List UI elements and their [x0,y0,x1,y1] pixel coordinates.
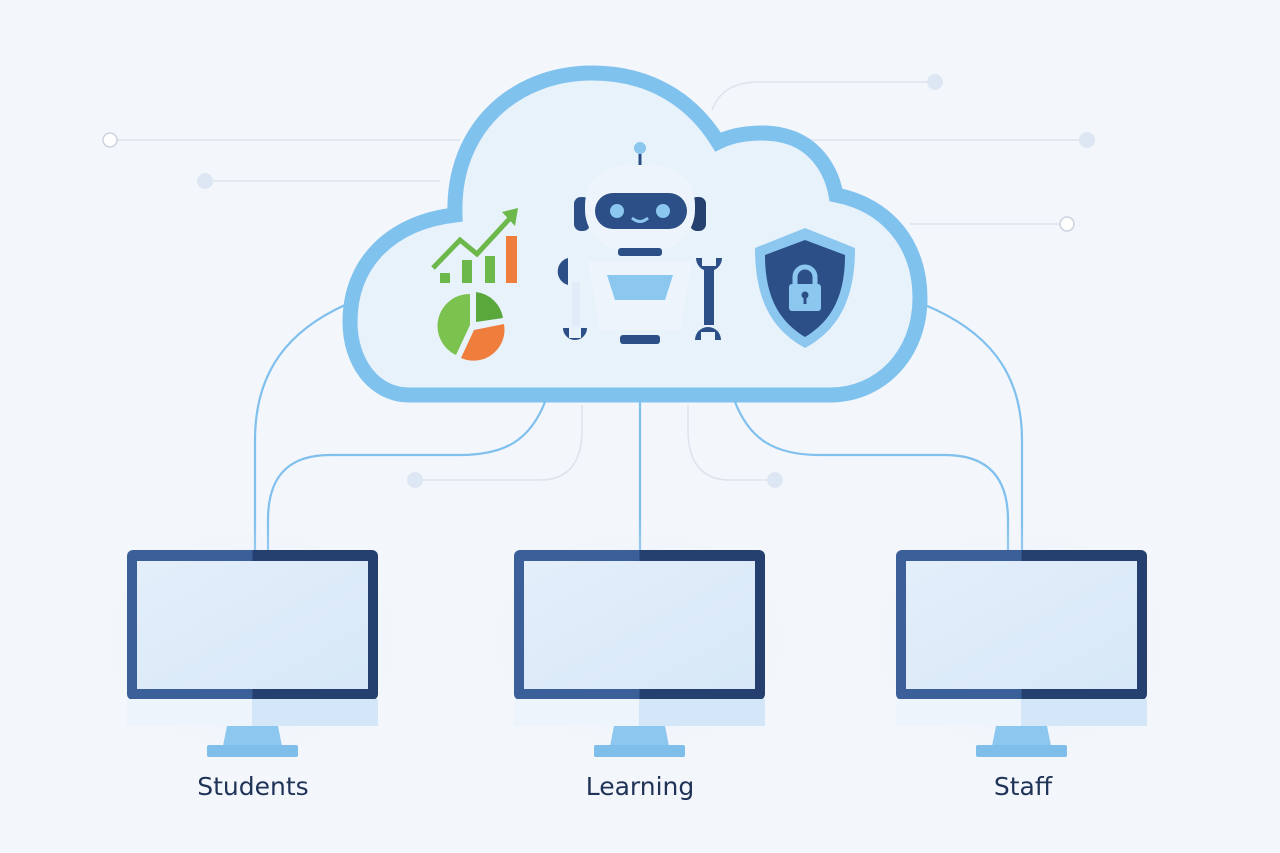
shield-lock-icon [755,228,855,348]
robot-icon [557,142,706,344]
monitor-icon-staff [861,520,1181,760]
pie-chart-icon [437,292,505,361]
monitor-icon-learning [479,520,799,760]
monitor-icon-students [92,520,412,760]
decorative-lines [110,81,1085,481]
wrench-icon [695,258,722,340]
label-staff: Staff [993,772,1053,801]
decorative-dots [102,74,1095,488]
label-learning: Learning [585,772,695,801]
label-students: Students [197,772,309,801]
connector-lines [253,303,1024,552]
chart-growth-icon [431,208,518,283]
